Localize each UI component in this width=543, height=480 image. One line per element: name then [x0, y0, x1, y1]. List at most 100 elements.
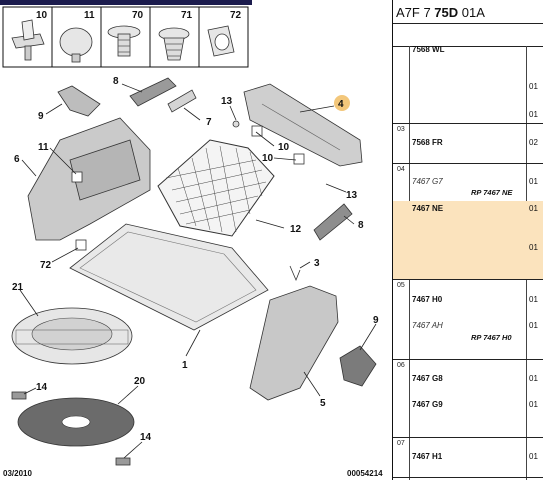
- callout-4[interactable]: 4: [338, 99, 344, 110]
- title-prefix: A7F 7: [396, 5, 435, 20]
- replacement-ref: RP 7467 NE: [471, 188, 513, 197]
- callout-1[interactable]: 1: [182, 360, 188, 371]
- callout-6[interactable]: 6: [14, 154, 20, 165]
- group-number: 06: [397, 362, 405, 369]
- ref-code-superseded: 7467 AH: [412, 321, 443, 330]
- part-8-trim[interactable]: [129, 77, 177, 107]
- part-8-right-trim[interactable]: [313, 203, 353, 241]
- part-21-spare-wheel-tray[interactable]: [11, 307, 133, 365]
- callout-9-b[interactable]: 9: [373, 315, 379, 326]
- qty: 01: [529, 110, 538, 119]
- diagram-canvas: 10 11 70 71 72: [0, 0, 379, 466]
- callout-4-highlight: [334, 95, 350, 111]
- part-9-trim[interactable]: [57, 85, 101, 117]
- clip-10-icon[interactable]: [11, 19, 45, 61]
- callout-8-b[interactable]: 8: [358, 220, 364, 231]
- row-rule: [393, 437, 543, 438]
- part-12-cargo-net[interactable]: [157, 139, 275, 237]
- callout-14-b[interactable]: 14: [140, 432, 152, 443]
- callout-13[interactable]: 13: [221, 96, 233, 107]
- part-9-right-trim[interactable]: [339, 345, 377, 387]
- ref-row[interactable]: 06 7467 G8 01 7467 G9 01: [393, 359, 543, 437]
- footer-ref: 00054214: [347, 469, 383, 478]
- clip-71-icon[interactable]: [158, 27, 190, 61]
- ref-row[interactable]: 04 7467 G7 RP 7467 NE 01: [393, 163, 543, 201]
- group-number: 05: [397, 282, 405, 289]
- callout-8[interactable]: 8: [113, 76, 119, 87]
- clip-72-icon[interactable]: [207, 25, 235, 57]
- ref-row[interactable]: 07 7467 H1 01: [393, 437, 543, 480]
- row-rule: [393, 123, 543, 124]
- fastener-label-72: 72: [230, 10, 242, 21]
- footer-date: 03/2010: [3, 469, 32, 478]
- group-number: 04: [397, 166, 405, 173]
- ref-code: 7467 H1: [412, 452, 443, 461]
- part-7-trim[interactable]: [167, 89, 197, 113]
- qty: 01: [529, 243, 538, 252]
- fastener-legend: 10 11 70 71 72: [2, 6, 249, 68]
- parts-diagram: 10 11 70 71 72: [0, 0, 383, 478]
- reference-panel: A7F 7 75D 01A 7568 WL 01 01 03 7568 FR 0…: [393, 0, 543, 480]
- header-rule: [393, 46, 543, 47]
- top-strip: [0, 0, 252, 5]
- part-14-pad-b[interactable]: [115, 457, 131, 466]
- callout-14[interactable]: 14: [36, 382, 48, 393]
- replacement-ref: RP 7467 H0: [471, 333, 512, 342]
- ref-row[interactable]: 7568 WL 01 01: [393, 45, 543, 123]
- qty: 01: [529, 204, 538, 213]
- qty: 01: [529, 452, 538, 461]
- fastener-label-70: 70: [132, 10, 144, 21]
- group-number: 03: [397, 126, 405, 133]
- ref-row[interactable]: 03 7568 FR 02: [393, 123, 543, 163]
- row-rule: [393, 359, 543, 360]
- clip-11-icon[interactable]: [59, 27, 93, 63]
- qty: 01: [529, 400, 538, 409]
- title-suffix: 01A: [458, 5, 485, 20]
- ref-row[interactable]: 05 7467 H0 01 7467 AH 01 RP 7467 H0: [393, 279, 543, 359]
- marker-10b-box: [293, 153, 305, 165]
- panel-divider: [392, 0, 393, 480]
- ref-code: 7467 G8: [412, 374, 443, 383]
- part-13-clip[interactable]: [232, 120, 240, 128]
- ref-row-selected[interactable]: 7467 NE 01 01: [393, 201, 543, 279]
- callout-10-b[interactable]: 10: [262, 153, 274, 164]
- callout-11[interactable]: 11: [38, 142, 49, 153]
- callout-12[interactable]: 12: [290, 224, 302, 235]
- ref-code: 7568 WL: [412, 45, 445, 54]
- callout-5[interactable]: 5: [320, 398, 326, 409]
- qty: 01: [529, 177, 538, 186]
- marker-10-box: [251, 125, 263, 137]
- ref-code: 7467 G9: [412, 400, 443, 409]
- qty: 01: [529, 295, 538, 304]
- callout-20[interactable]: 20: [134, 376, 146, 387]
- part-5-side-trim[interactable]: [249, 285, 339, 401]
- callout-72[interactable]: 72: [40, 260, 52, 271]
- marker-11-box: [71, 171, 83, 183]
- row-rule: [393, 163, 543, 164]
- ref-code: 7568 FR: [412, 138, 443, 147]
- ref-code-superseded: 7467 G7: [412, 177, 443, 186]
- row-rule: [393, 477, 543, 478]
- callout-9[interactable]: 9: [38, 111, 44, 122]
- qty: 01: [529, 374, 538, 383]
- marker-72-box: [75, 239, 87, 251]
- title-bold: 75D: [434, 5, 459, 20]
- ref-code: 7467 NE: [412, 204, 444, 213]
- part-1-floor-mat[interactable]: [69, 223, 269, 331]
- fastener-label-71: 71: [181, 10, 193, 21]
- part-3-hook[interactable]: [289, 265, 301, 282]
- qty: 02: [529, 138, 538, 147]
- leader-lines: [19, 83, 377, 459]
- row-rule: [393, 279, 543, 280]
- qty: 01: [529, 82, 538, 91]
- callout-10[interactable]: 10: [278, 142, 290, 153]
- callout-7[interactable]: 7: [206, 117, 212, 128]
- clip-70-icon[interactable]: [107, 25, 141, 57]
- fastener-label-10: 10: [36, 10, 48, 21]
- callout-21[interactable]: 21: [12, 282, 24, 293]
- callout-13-b[interactable]: 13: [346, 190, 358, 201]
- callout-3[interactable]: 3: [314, 258, 320, 269]
- part-20-mat-disk[interactable]: [17, 397, 135, 447]
- fastener-label-11: 11: [84, 10, 95, 21]
- part-14-pad-a[interactable]: [11, 391, 27, 400]
